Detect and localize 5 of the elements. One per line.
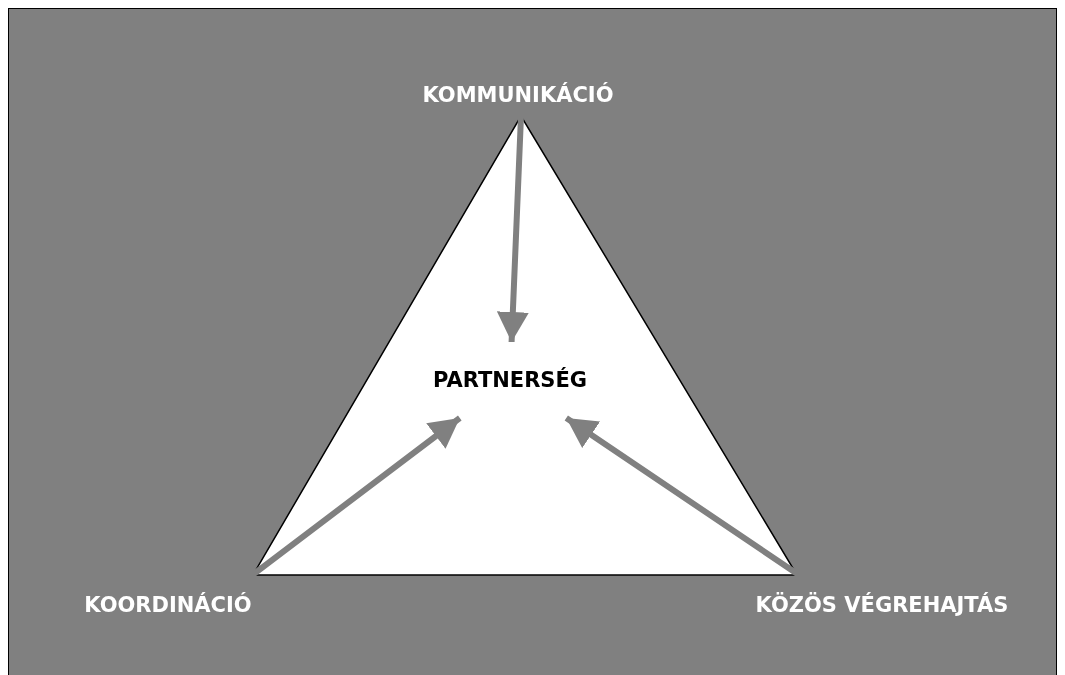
arrow [496,111,529,343]
corner-label: KOORDINÁCIÓ [84,593,252,617]
center-label: PARTNERSÉG [432,368,588,392]
corner-label: KOMMUNIKÁCIÓ [422,83,614,107]
corner-label: KÖZÖS VÉGREHAJTÁS [755,593,1009,617]
